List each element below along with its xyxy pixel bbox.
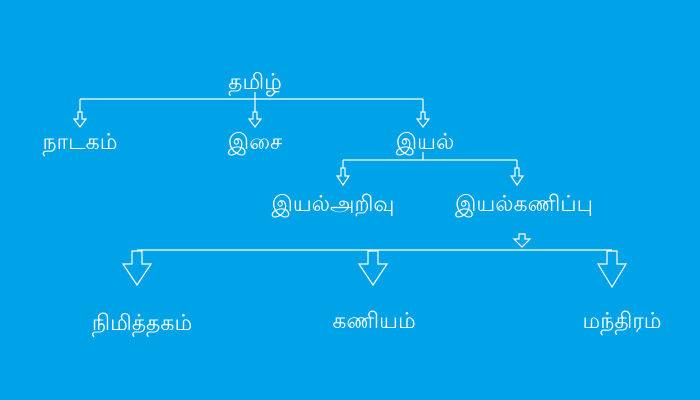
- node-iyal-kanippu: இயல்கணிப்பு: [454, 192, 594, 217]
- node-manthiram: மந்திரம்: [582, 309, 662, 334]
- arrow-to-iyal-arivu: [335, 167, 351, 187]
- node-isai: இசை: [227, 130, 283, 155]
- arrow-to-iyal: [415, 111, 431, 128]
- arrow-to-nimithakam: [121, 250, 153, 287]
- arrow-to-iyal-kanippu: [509, 167, 525, 187]
- arrow-to-isai: [247, 111, 263, 128]
- node-nimithakam: நிமித்தகம்: [91, 311, 193, 336]
- arrow-from-kanippu: [512, 233, 532, 248]
- root-node-tamil: தமிழ்: [228, 70, 282, 95]
- node-kaniyam: கணியம்: [332, 309, 416, 334]
- arrow-to-natakam: [72, 111, 88, 128]
- arrow-to-manthiram: [596, 250, 628, 289]
- arrow-to-kaniyam: [357, 250, 389, 287]
- node-iyal: இயல்: [395, 130, 455, 155]
- node-natakam: நாடகம்: [42, 130, 118, 155]
- node-iyal-arivu: இயல்அறிவு: [271, 192, 395, 217]
